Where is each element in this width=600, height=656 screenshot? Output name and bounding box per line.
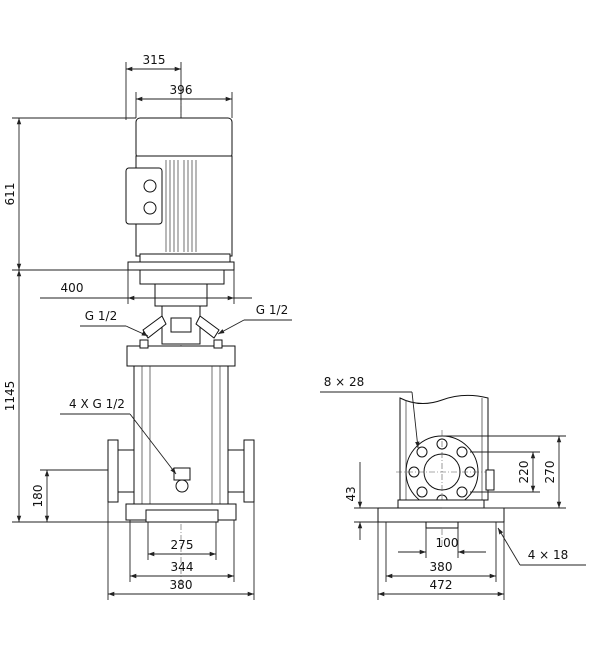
dim-315-label: 315 (143, 53, 166, 67)
dim-220-label: 220 (517, 461, 531, 484)
dim-270-label: 270 (543, 461, 557, 484)
motor-flange (127, 261, 235, 271)
dim-270: 270 (442, 435, 566, 509)
dim-400: 400 (40, 270, 252, 304)
dim-472: 472 (377, 522, 505, 600)
drain-plug (173, 467, 191, 481)
dim-396-label: 396 (170, 83, 193, 97)
dim-400-label: 400 (61, 281, 84, 295)
dim-4x18-label: 4 × 18 (528, 548, 569, 562)
inlet-flange (107, 439, 119, 503)
dim-275: 275 (147, 522, 217, 560)
dim-315: 315 (125, 53, 182, 120)
dim-611-label: 611 (3, 183, 17, 206)
outlet-flange (243, 439, 255, 503)
cable-gland-upper (143, 179, 157, 193)
motor (125, 117, 235, 285)
motor-cooling-fins (165, 160, 197, 252)
coupling-guard (154, 283, 208, 307)
drain-callout: 4 X G 1/2 (60, 397, 177, 475)
cable-gland-lower (143, 201, 157, 215)
front-base-top (397, 499, 485, 509)
front-base-foot (425, 521, 459, 529)
drain-plugs-label: 4 X G 1/2 (69, 397, 125, 411)
dim-180-label: 180 (31, 485, 45, 508)
dim-611: 611 (3, 117, 136, 271)
drain-plug-head (175, 479, 189, 493)
motor-fan-cover (135, 117, 233, 159)
dim-380-side: 380 (107, 502, 255, 600)
dim-396: 396 (135, 83, 233, 118)
coupling-window (170, 317, 192, 333)
motor-stool (139, 269, 225, 285)
head-bolt-left (139, 339, 149, 349)
plug-right-label: G 1/2 (256, 303, 288, 317)
front-base (377, 507, 505, 523)
front-view: 8 × 28 220 270 43 (320, 375, 586, 600)
plug-left-callout: G 1/2 (80, 309, 149, 337)
dim-380-front: 380 (385, 522, 497, 582)
dim-344-label: 344 (171, 560, 194, 574)
dim-275-label: 275 (171, 538, 194, 552)
dim-43-label: 43 (344, 486, 358, 501)
pump-head (126, 345, 236, 367)
dim-344: 344 (129, 520, 235, 582)
dim-8x28-label: 8 × 28 (324, 375, 365, 389)
dim-1145-label: 1145 (3, 381, 17, 412)
dim-180: 180 (31, 469, 108, 522)
head-bolt-right (213, 339, 223, 349)
outlet-pipe (227, 449, 245, 493)
base-foot (145, 509, 219, 523)
dim-100-label: 100 (436, 536, 459, 550)
dim-43: 43 (344, 462, 378, 540)
plug-right-callout: G 1/2 (217, 303, 292, 335)
dim-1145: 1145 (3, 270, 146, 523)
dim-380-side-label: 380 (170, 578, 193, 592)
dim-220: 220 (470, 451, 540, 493)
inlet-pipe (117, 449, 135, 493)
plug-left-label: G 1/2 (85, 309, 117, 323)
dim-8x28: 8 × 28 (320, 375, 420, 449)
dim-4x18: 4 × 18 (497, 527, 586, 566)
coupling (142, 283, 220, 345)
terminal-box (125, 167, 163, 225)
dim-472-label: 472 (430, 578, 453, 592)
front-side-fitting (485, 469, 495, 491)
port-flanges (107, 439, 255, 503)
side-view: 315 396 611 1145 400 (3, 53, 292, 600)
vent-right (195, 315, 220, 339)
dim-100: 100 (398, 528, 486, 558)
dim-380-front-label: 380 (430, 560, 453, 574)
motor-skirt (139, 253, 231, 263)
